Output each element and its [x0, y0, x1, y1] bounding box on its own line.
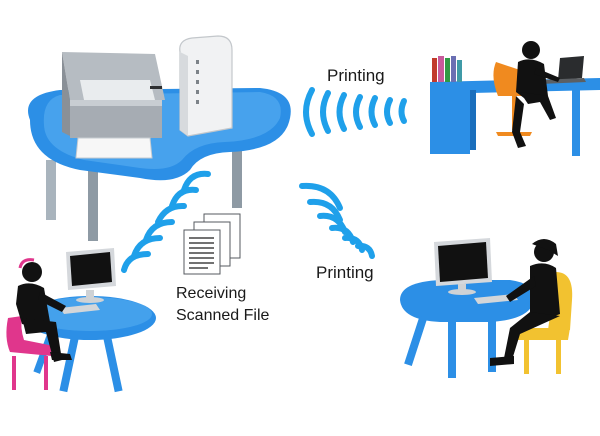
wifi-waves-icon-top-right [303, 87, 407, 137]
monitor-icon-bottom-left [60, 248, 116, 314]
wifi-waves-icon-left [121, 170, 211, 273]
person-silhouette-icon-top-right [512, 41, 560, 148]
wifi-waves-icon-bottom-right [299, 182, 375, 259]
printing-label-top: Printing [327, 66, 385, 85]
receiving-label-line1: Receiving [176, 285, 247, 302]
receiving-label-line2: Scanned File [176, 307, 270, 324]
document-stack-icon [183, 213, 241, 275]
books-icon [432, 56, 462, 82]
bottom-right-desk [400, 280, 534, 378]
monitor-icon-bottom-right [434, 238, 518, 304]
person-silhouette-icon-bottom-right [490, 239, 560, 366]
receiving-scanned-file-label: Receiving Scanned File [176, 283, 269, 327]
laptop-icon [540, 56, 586, 84]
router-icon [179, 35, 233, 137]
chair-icon-bottom-left [6, 316, 54, 390]
person-silhouette-icon-bottom-left [16, 258, 72, 362]
printing-label-bottom: Printing [316, 263, 374, 282]
printer-icon [62, 52, 165, 159]
